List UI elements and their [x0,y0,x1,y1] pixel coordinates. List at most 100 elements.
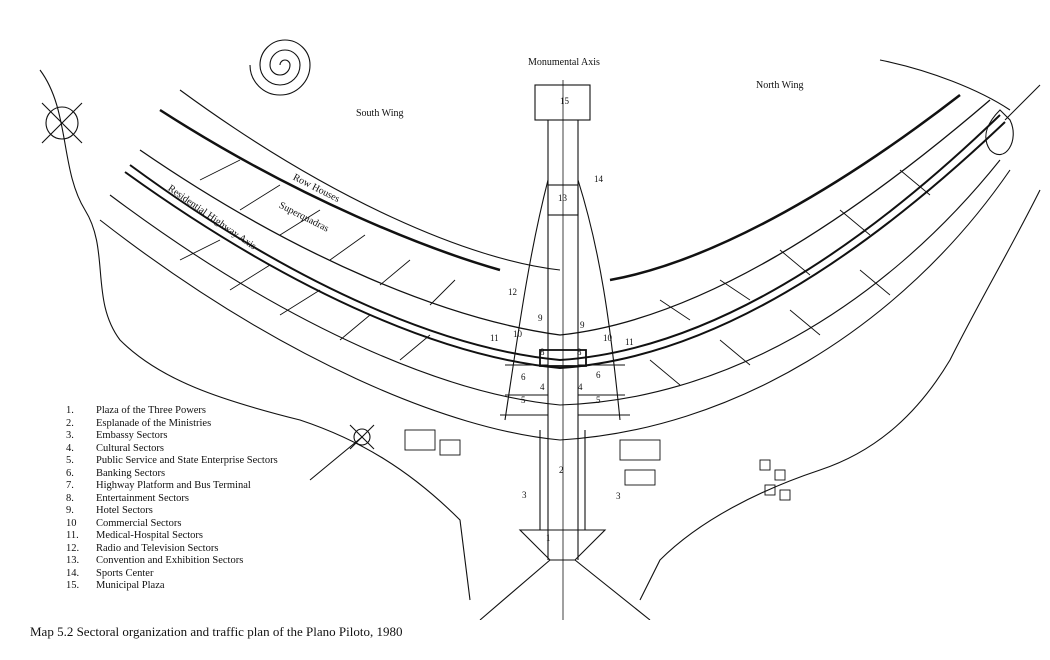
legend-text: Esplanade of the Ministries [96,417,212,429]
legend-text: Public Service and State Enterprise Sect… [96,455,278,466]
legend-text: Hotel Sectors [96,505,153,516]
legend-item: 11. Medical-Hospital Sectors [66,530,278,543]
sector-11-east: 11 [625,337,634,347]
north-wing-label: North Wing [756,80,804,91]
convention-block [547,184,579,216]
sector-10-east: 10 [603,333,612,343]
legend-text: Radio and Television Sectors [96,542,219,554]
esplanade [539,430,586,530]
superquadra-blocks-south [179,159,456,361]
legend-number: 1. [66,405,74,416]
sector-8-east: 8 [577,347,582,357]
highway-axis-inner [109,159,1001,406]
legend-item: 4. Cultural Sectors [66,443,278,456]
legend-text: Commercial Sectors [96,517,182,529]
legend-number: 12. [66,542,80,554]
legend-text: Embassy Sectors [96,430,168,441]
sector-2: 2 [559,465,564,475]
legend-text: Banking Sectors [96,467,166,479]
legend-number: 3. [66,430,74,441]
sector-5-east: 5 [596,395,601,405]
lakeshore-north [879,59,1011,111]
embassy-blocks [404,429,791,501]
legend-number: 9. [66,505,74,516]
monumental-axis-label: Monumental Axis [528,57,600,68]
legend-item: 2. Esplanade of the Ministries [66,418,278,431]
legend-item: 15. Municipal Plaza [66,580,278,593]
sector-12: 12 [508,287,517,297]
legend-number: 11. [66,530,79,541]
legend-text: Medical-Hospital Sectors [96,530,204,541]
legend-item: 12. Radio and Television Sectors [66,543,278,556]
legend-number: 10 [66,517,77,529]
spiral-road [249,39,311,96]
sector-10-west: 10 [513,329,522,339]
sector-9-east: 9 [580,320,585,330]
sector-14: 14 [594,174,603,184]
legend-item: 13. Convention and Exhibition Sectors [66,555,278,568]
lakeshore-east [639,189,1041,601]
road-se [574,559,651,620]
legend-item: 3. Embassy Sectors [66,430,278,443]
legend-number: 6. [66,467,74,479]
axis-flare-left [504,179,549,421]
highway-axis-main-b [124,121,1006,370]
legend-number: 13. [66,555,80,566]
sector-3-east: 3 [616,491,621,501]
map-caption: Map 5.2 Sectoral organization and traffi… [30,624,403,639]
cloverleaf-east [985,109,1014,156]
legend-text: Highway Platform and Bus Terminal [96,480,251,491]
legend-number: 4. [66,442,74,454]
legend-item: 1. Plaza of the Three Powers [66,405,278,418]
sector-8-west: 8 [540,347,545,357]
legend-text: Municipal Plaza [96,580,165,591]
lakeshore-west [39,69,471,601]
sector-5-west: 5 [521,395,526,405]
sector-11-west: 11 [490,333,499,343]
legend-text: Plaza of the Three Powers [96,405,207,416]
axis-flare-right [577,179,621,421]
superquadra-blocks-north [649,169,931,386]
sector-blocks-left [500,364,548,416]
legend-number: 15. [66,580,80,591]
plaza-three-powers [518,529,607,561]
road-ne-east [1004,84,1041,121]
sector-1: 1 [546,533,551,543]
legend-number: 2. [66,417,74,429]
legend: 1. Plaza of the Three Powers 2. Esplanade o… [66,405,278,593]
plan-map [39,39,1041,620]
sector-blocks-right [578,364,630,416]
row-houses-north [609,94,961,282]
highway-axis-outer [139,99,991,336]
sector-6-east: 6 [596,370,601,380]
legend-number: 8. [66,492,74,504]
legend-item: 5. Public Service and State Enterprise Se… [66,455,278,468]
sector-3-west: 3 [522,490,527,500]
road-sw [479,559,551,620]
legend-item: 9. Hotel Sectors [66,505,278,518]
legend-item: 8. Entertainment Sectors [66,493,278,506]
legend-item: 7. Highway Platform and Bus Terminal [66,480,278,493]
bus-terminal [539,349,587,367]
legend-number: 5. [66,455,74,466]
sector-15: 15 [560,96,569,106]
outer-road-south [99,169,1011,441]
legend-item: 14. Sports Center [66,568,278,581]
sector-4-west: 4 [540,382,545,392]
legend-number: 14. [66,567,80,579]
legend-text: Entertainment Sectors [96,492,190,504]
legend-item: 10 Commercial Sectors [66,518,278,531]
legend-text: Convention and Exhibition Sectors [96,555,244,566]
legend-number: 7. [66,480,74,491]
legend-text: Sports Center [96,567,154,579]
municipal-plaza [534,84,591,121]
legend-item: 6. Banking Sectors [66,468,278,481]
outer-road-north [179,89,561,271]
sector-6-west: 6 [521,372,526,382]
sector-4-east: 4 [578,382,583,392]
legend-text: Cultural Sectors [96,442,164,454]
row-houses-south [159,108,501,272]
south-wing-label: South Wing [356,108,404,119]
cloverleaf-west [41,102,83,144]
road-sw-west [309,436,363,481]
